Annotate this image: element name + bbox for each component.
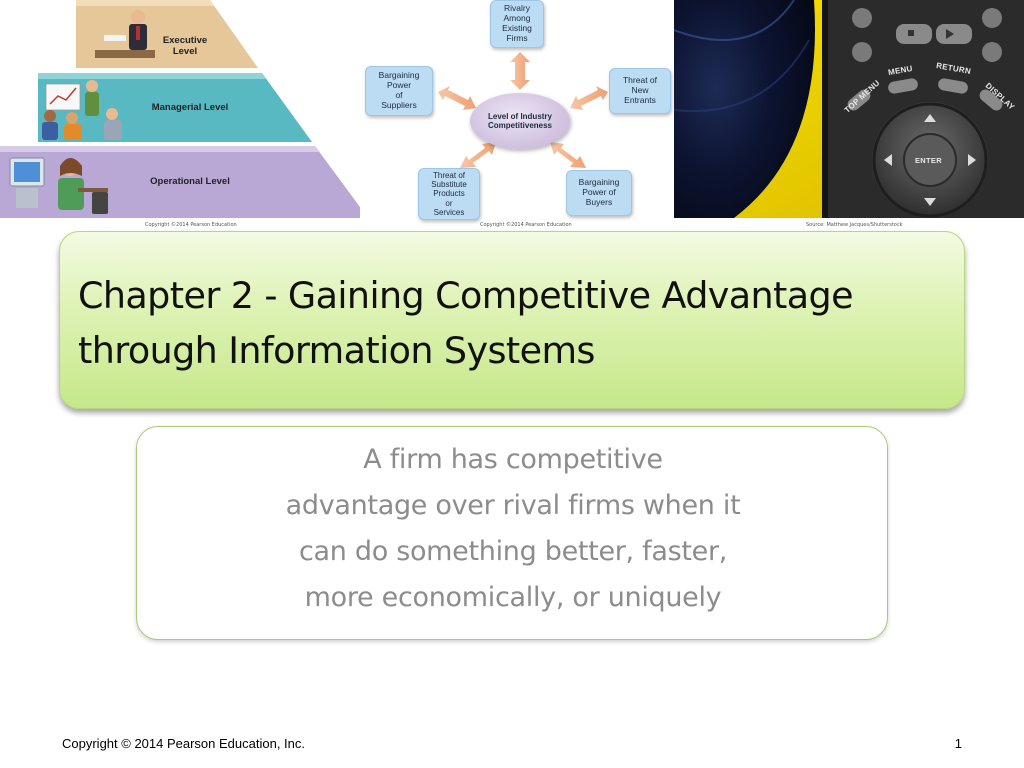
rivalry-label: Rivalry Among Existing Firms <box>502 3 532 43</box>
operational-level-label: Operational Level <box>150 176 230 187</box>
body-text: A firm has competitive advantage over ri… <box>137 437 889 621</box>
substitutes-label: Threat of Substitute Products or Service… <box>431 171 467 217</box>
buyers-label: Bargaining Power of Buyers <box>578 177 620 207</box>
remote-control-image: TOP MENU MENU RETURN DISPLAY ENTER <box>674 0 1024 218</box>
pyramid-credit: Copyright ©2014 Pearson Education <box>145 222 237 228</box>
footer-copyright: Copyright © 2014 Pearson Education, Inc. <box>62 736 306 751</box>
body-text-box: A firm has competitive advantage over ri… <box>136 426 888 640</box>
remote-control-graphic <box>674 0 1024 218</box>
substitutes-box: Threat of Substitute Products or Service… <box>418 168 480 220</box>
managerial-level-label: Managerial Level <box>151 102 229 113</box>
five-forces-image: Rivalry Among Existing Firms Bargaining … <box>360 0 676 230</box>
suppliers-label: Bargaining Power of Suppliers <box>378 70 420 110</box>
org-pyramid-image: Executive Level Managerial Level Operati… <box>0 0 370 230</box>
body-line: can do something better, faster, <box>298 536 728 567</box>
body-line: advantage over rival firms when it <box>285 490 741 521</box>
executive-level-label: Executive Level <box>162 35 208 57</box>
five-forces-credit: Copyright ©2014 Pearson Education <box>480 222 572 228</box>
industry-competitiveness-label: Level of Industry Competitiveness <box>487 111 553 130</box>
body-line: more economically, or uniquely <box>304 582 722 613</box>
remote-credit: Source: Matthew Jacques/Shutterstock <box>806 222 903 228</box>
body-line: A firm has competitive <box>363 444 663 475</box>
org-pyramid-graphic <box>0 0 368 218</box>
title-box: Chapter 2 - Gaining Competitive Advantag… <box>59 231 965 409</box>
rivalry-box: Rivalry Among Existing Firms <box>490 0 544 48</box>
five-forces-arrows <box>438 52 608 168</box>
entrants-label: Threat of New Entrants <box>622 75 658 105</box>
industry-competitiveness-ellipse: Level of Industry Competitiveness <box>470 93 570 149</box>
enter-label: ENTER <box>915 156 942 165</box>
entrants-box: Threat of New Entrants <box>609 68 671 114</box>
page-number: 1 <box>954 736 962 751</box>
buyers-box: Bargaining Power of Buyers <box>566 170 632 216</box>
slide-title: Chapter 2 - Gaining Competitive Advantag… <box>78 274 854 372</box>
header-image-strip: Executive Level Managerial Level Operati… <box>0 0 1024 232</box>
suppliers-box: Bargaining Power of Suppliers <box>365 66 433 116</box>
